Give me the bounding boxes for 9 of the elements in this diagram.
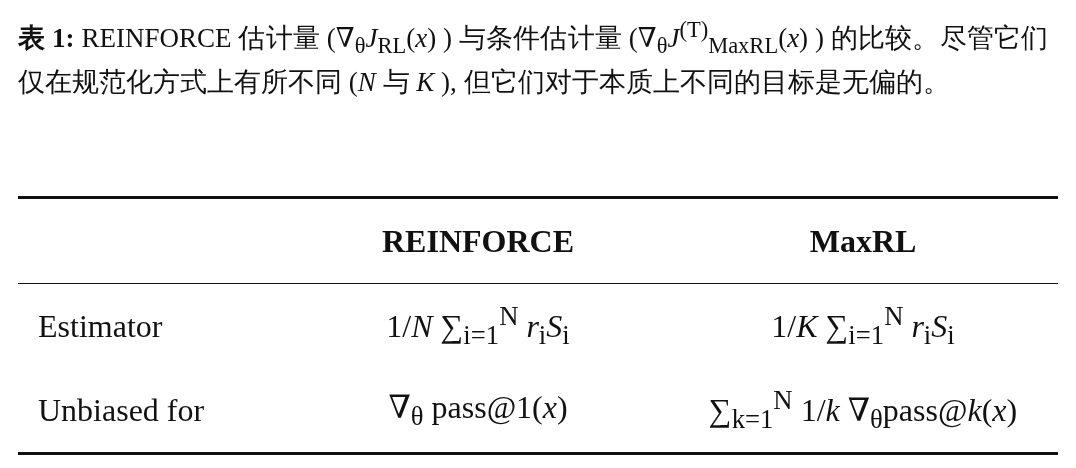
column-header: REINFORCE xyxy=(288,199,668,284)
row-header: Unbiased for xyxy=(37,390,206,430)
math-formula: 1/K ∑$_{i=1}$$^{N}$ r$_{i}$S$_{i}$ xyxy=(770,299,956,352)
column-header: MaxRL xyxy=(668,199,1058,284)
row-header: Estimator xyxy=(37,306,164,346)
math-formula: ∑$_{k=1}$$^{N}$ 1/k ∇$_{θ}$pass@k(x) xyxy=(707,383,1019,436)
math-formula: 1/N ∑$_{i=1}$$^{N}$ r$_{i}$S$_{i}$ xyxy=(385,299,571,352)
math-formula: ∇$_{θ}$ pass@1(x) xyxy=(387,387,569,434)
table-caption: 表 1: REINFORCE 估计量 (∇$_{θ}$J$_{RL}$(x) ) 与条件估计量 (∇$_{θ}$J$^{(T)}$$_{MaxRL}$(x) ) 的比较。尽管它们仅在规范化方式上有所不同 (N 与 K ), 但它们对于本质上不同的目标是无偏的。 xyxy=(18,16,1048,100)
